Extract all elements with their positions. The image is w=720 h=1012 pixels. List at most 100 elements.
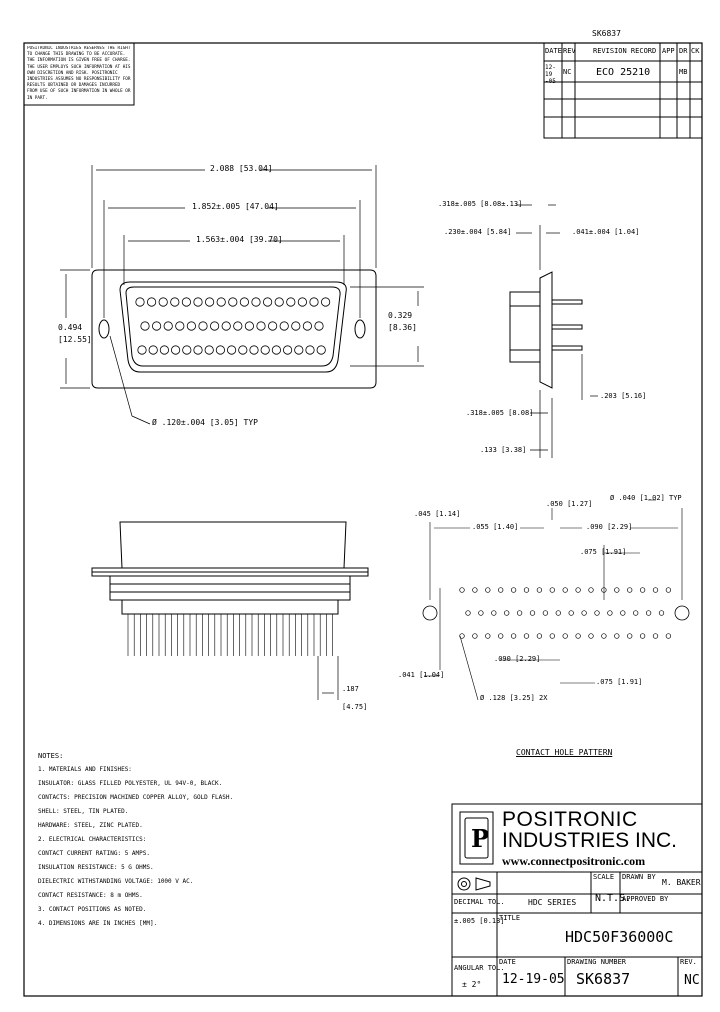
dim-side-c: .041±.004 [1.04] [572, 228, 640, 236]
decimal-tol-value: ±.005 [0.13] [454, 917, 505, 925]
contact-hole [314, 321, 324, 331]
company-name-1: POSITRONIC [502, 808, 638, 831]
pattern-hole [639, 587, 646, 593]
rev-row-rev: NC [563, 68, 572, 76]
dim-overall-width: 2.088 [53.04] [210, 164, 273, 173]
dim-pattern-hole: Ø .040 [1.02] TYP [610, 494, 682, 502]
contact-hole-pattern [422, 605, 690, 621]
contact-hole [221, 321, 231, 331]
note-line: DIELECTRIC WITHSTANDING VOLTAGE: 1000 V … [38, 878, 194, 885]
rev-header-record: REVISION RECORD [593, 47, 657, 55]
dim-side-a: .318±.005 [8.08±.13] [438, 200, 523, 208]
pattern-hole [472, 587, 478, 593]
notes-title: NOTES: [38, 752, 64, 760]
contact-hole [205, 297, 215, 307]
dim-pattern-x1: .045 [1.14] [414, 510, 461, 518]
pattern-hole [588, 633, 594, 639]
contact-hole [239, 297, 249, 307]
contact-hole [204, 345, 214, 355]
drawn-by-label: DRAWN BY [622, 873, 656, 881]
rev-row-date: 12-19 -05 [545, 64, 556, 85]
contact-hole [251, 297, 261, 307]
contact-hole [140, 321, 150, 331]
dim-pattern-x4: .075 [1.91] [580, 548, 627, 556]
contact-hole [148, 345, 158, 355]
profile-view [91, 521, 369, 615]
pattern-hole [529, 610, 536, 616]
dim-pattern-y: .050 [1.27] [546, 500, 593, 508]
note-line: SHELL: STEEL, TIN PLATED. [38, 808, 129, 815]
front-view-contacts [135, 297, 331, 355]
title-block-grid [451, 803, 703, 997]
profile-view-pins [127, 614, 333, 656]
pattern-hole [658, 610, 665, 616]
rev-value: NC [684, 973, 700, 988]
dim-side-f: .133 [3.38] [480, 446, 527, 454]
pattern-hole [465, 610, 471, 616]
contact-hole [227, 345, 237, 355]
contact-hole [233, 321, 243, 331]
pattern-hole [542, 610, 549, 616]
angular-tol-value: ± 2° [462, 980, 482, 989]
contact-hole [171, 345, 181, 355]
contact-hole [279, 321, 289, 331]
dim-shell-width: 1.563±.004 [39.70] [196, 235, 283, 244]
contact-hole [159, 345, 169, 355]
series-text: HDC SERIES [528, 898, 577, 907]
drawing-number-value: SK6837 [576, 970, 631, 988]
pattern-hole [498, 633, 504, 639]
contact-hole [193, 297, 203, 307]
contact-hole [249, 345, 259, 355]
company-logo-p: P [471, 824, 490, 853]
pattern-hole [620, 610, 626, 616]
note-line: INSULATION RESISTANCE: 5 G OHMS. [38, 864, 154, 871]
contact-hole [182, 345, 192, 355]
pattern-hole [588, 587, 594, 593]
contact-hole [267, 321, 278, 331]
pattern-hole [472, 633, 478, 639]
pattern-hole [536, 633, 543, 639]
pattern-hole [652, 633, 659, 639]
notes-list: 1. MATERIALS AND FINISHES: INSULATOR: GL… [38, 766, 298, 934]
contact-hole [282, 345, 293, 355]
dim-pattern-x5: .075 [1.91] [596, 678, 643, 686]
dim-bottom-len: .187 [4.75] [342, 685, 368, 711]
contact-hole [137, 345, 147, 355]
contact-hole [215, 345, 225, 355]
contact-hole [256, 321, 266, 331]
pattern-hole [516, 610, 523, 616]
pattern-hole [549, 633, 555, 639]
dim-pattern-y2: .041 [1.04] [398, 671, 445, 679]
pattern-title: CONTACT HOLE PATTERN [516, 748, 613, 757]
pattern-hole [665, 633, 672, 639]
scale-value: N.T.S. [595, 893, 632, 904]
contact-hole [320, 297, 331, 307]
pattern-hole [575, 587, 581, 593]
contact-hole [309, 297, 319, 307]
contact-hole [147, 297, 157, 307]
approved-label: APPROVED BY [622, 895, 669, 903]
dim-mounting-holes: 1.852±.005 [47.04] [192, 202, 279, 211]
dim-side-b: .230±.004 [5.84] [444, 228, 512, 236]
dim-pattern-mount: Ø .128 [3.25] 2X [480, 694, 548, 702]
contact-hole [297, 297, 307, 307]
title-label: TITLE [499, 914, 521, 922]
pattern-hole [575, 633, 581, 639]
dim-side-e: .318±.005 [8.08] [466, 409, 534, 417]
pattern-hole [523, 633, 530, 639]
pattern-hole [645, 610, 652, 616]
contact-hole [175, 321, 185, 331]
contact-hole [260, 345, 270, 355]
contact-hole [302, 321, 312, 331]
pattern-hole [562, 633, 568, 639]
contact-hole [294, 345, 304, 355]
dim-pattern-row: .090 [2.29] [494, 655, 541, 663]
scale-label: SCALE [593, 873, 615, 881]
pattern-hole [607, 610, 613, 616]
company-name-2: INDUSTRIES INC. [502, 829, 678, 852]
pattern-hole [665, 587, 672, 593]
pattern-hole [491, 610, 497, 616]
dim-pattern-x2: .055 [1.40] [472, 523, 519, 531]
dim-height: 0.494 [12.55] [58, 323, 92, 344]
dim-side-d: .203 [5.16] [600, 392, 647, 400]
